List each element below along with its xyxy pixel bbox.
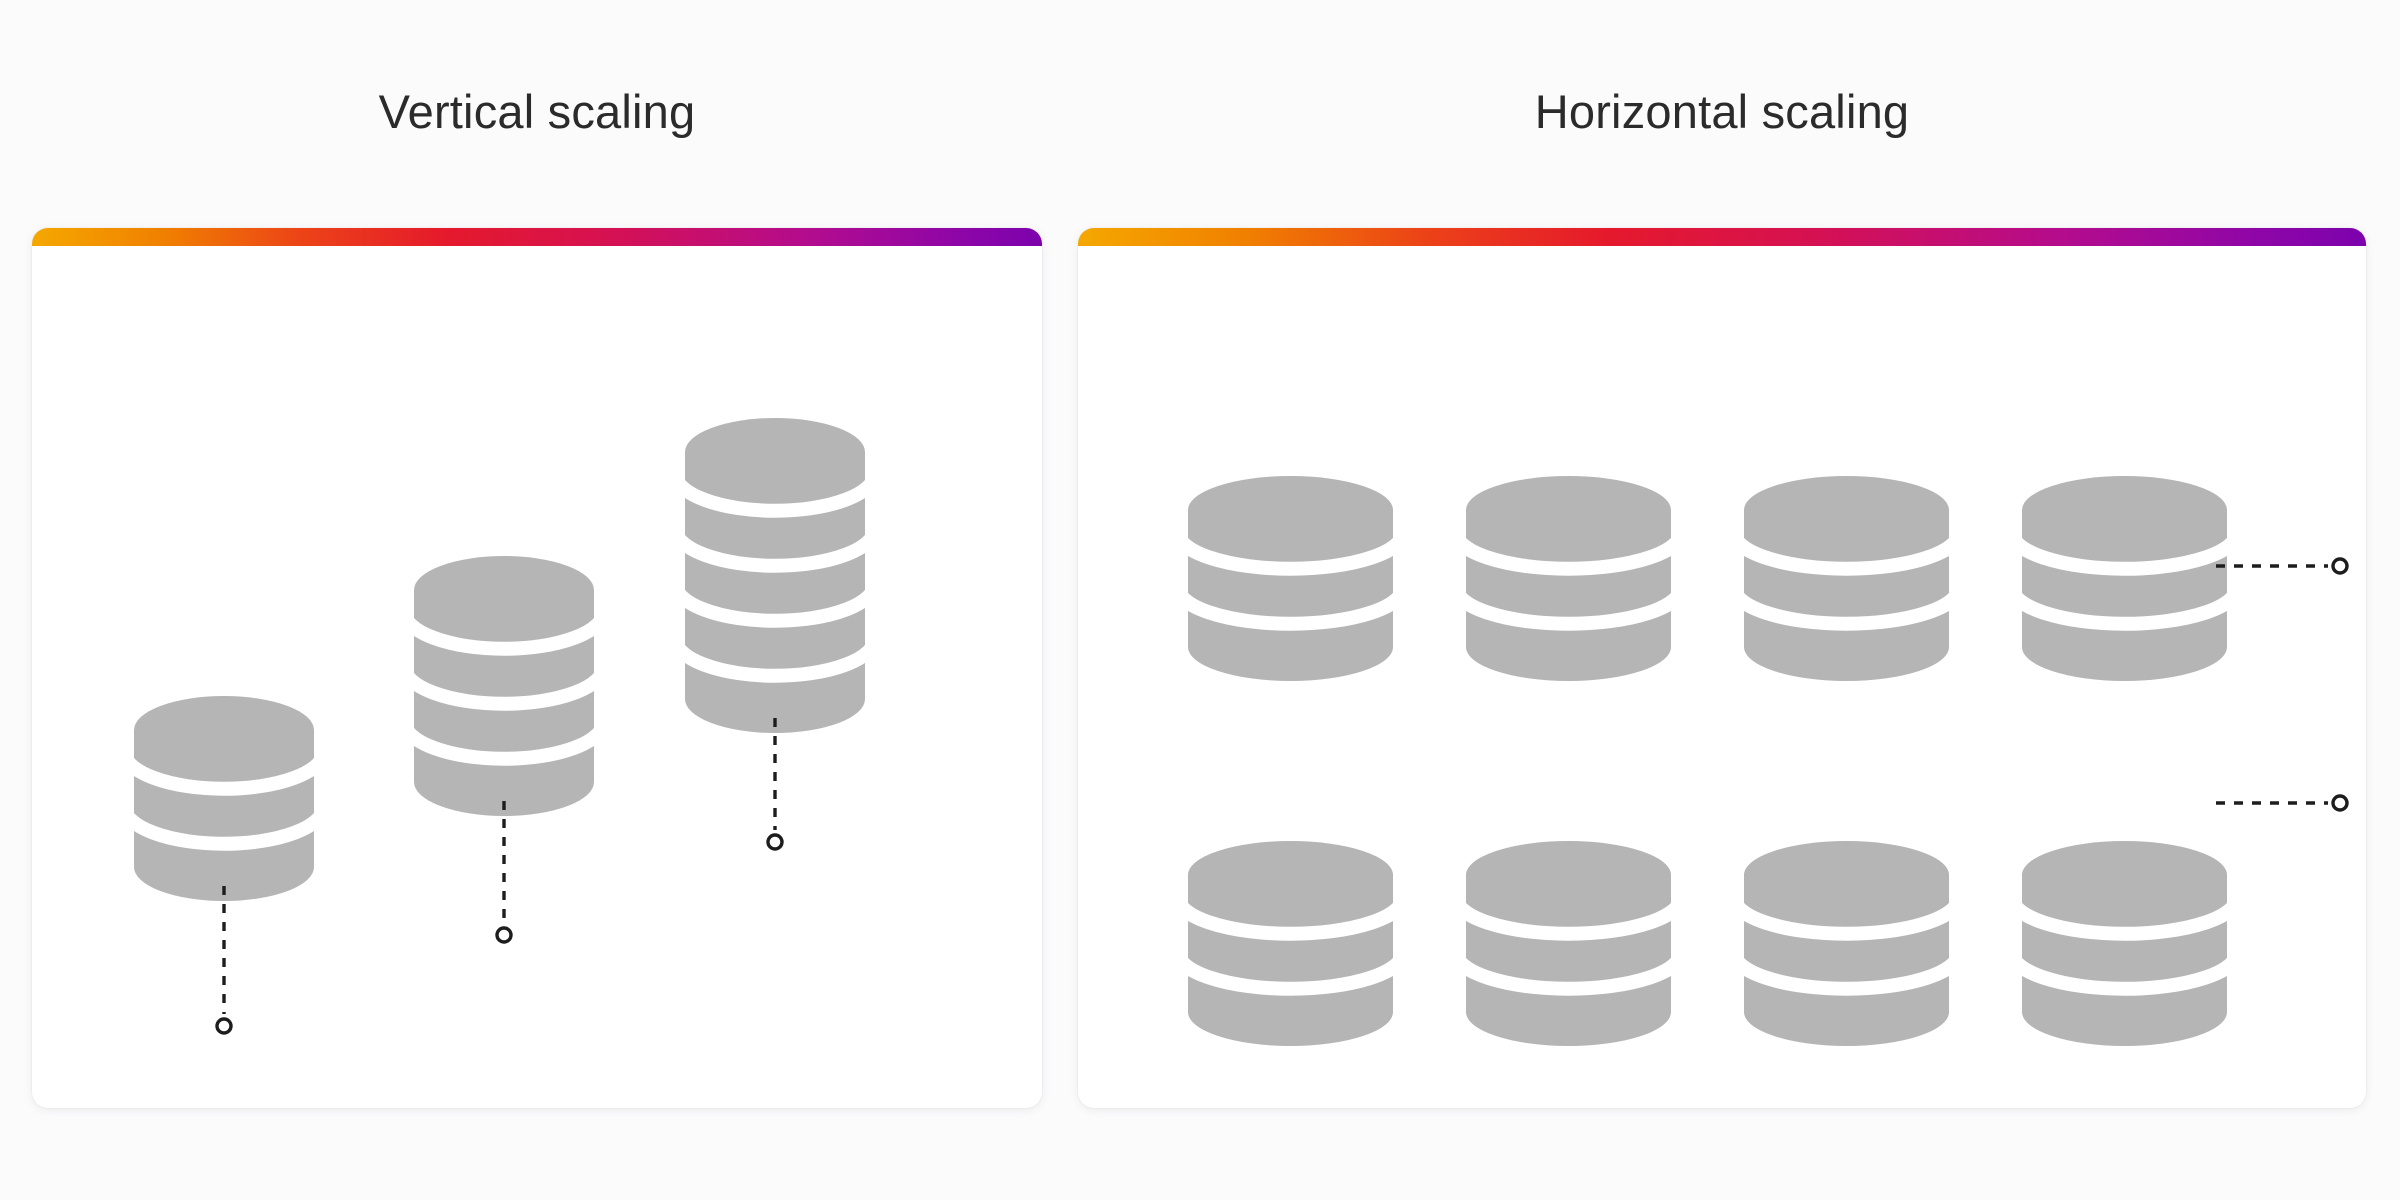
database-node-1[interactable] (134, 696, 314, 901)
database-cylinder-icon (1466, 841, 1671, 1046)
connector-endpoint-circle (766, 833, 784, 851)
connector-node-3 (745, 718, 805, 863)
database-cylinder-icon (1188, 476, 1393, 681)
database-node-2[interactable] (414, 556, 594, 816)
card-vertical-scaling (32, 228, 1042, 1108)
database-node-6[interactable] (1466, 841, 1671, 1046)
database-node-3[interactable] (1744, 476, 1949, 681)
connector-row-2 (2216, 783, 2366, 823)
database-cylinder-icon (1744, 476, 1949, 681)
database-cylinder-icon (134, 696, 314, 901)
card-body-horizontal (1078, 246, 2366, 1108)
connector-node-1 (194, 886, 254, 1046)
card-accent-bar (1078, 228, 2366, 246)
database-cylinder-icon (1466, 476, 1671, 681)
database-cylinder-icon (2022, 841, 2227, 1046)
database-node-7[interactable] (1744, 841, 1949, 1046)
card-horizontal-scaling (1078, 228, 2366, 1108)
database-cylinder-icon (1188, 841, 1393, 1046)
database-cylinder-icon (685, 418, 865, 733)
database-node-4[interactable] (2022, 476, 2227, 681)
database-cylinder-icon (1744, 841, 1949, 1046)
database-node-8[interactable] (2022, 841, 2227, 1046)
card-body-vertical (32, 246, 1042, 1108)
panel-horizontal-scaling: Horizontal scaling (1078, 88, 2366, 1118)
card-accent-bar (32, 228, 1042, 246)
page-title-horizontal-scaling: Horizontal scaling (1534, 85, 1910, 138)
connector-node-2 (474, 801, 534, 956)
connector-endpoint-circle (215, 1017, 233, 1035)
database-cylinder-icon (414, 556, 594, 816)
database-cylinder-icon (2022, 476, 2227, 681)
database-node-5[interactable] (1188, 841, 1393, 1046)
page-title-vertical-scaling: Vertical scaling (378, 85, 696, 138)
database-node-2[interactable] (1466, 476, 1671, 681)
connector-row-1 (2216, 546, 2366, 586)
connector-endpoint-circle (495, 926, 513, 944)
panel-vertical-scaling: Vertical scaling (32, 88, 1042, 1118)
connector-endpoint-circle (2331, 794, 2349, 812)
database-node-1[interactable] (1188, 476, 1393, 681)
database-node-3[interactable] (685, 418, 865, 733)
connector-endpoint-circle (2331, 557, 2349, 575)
